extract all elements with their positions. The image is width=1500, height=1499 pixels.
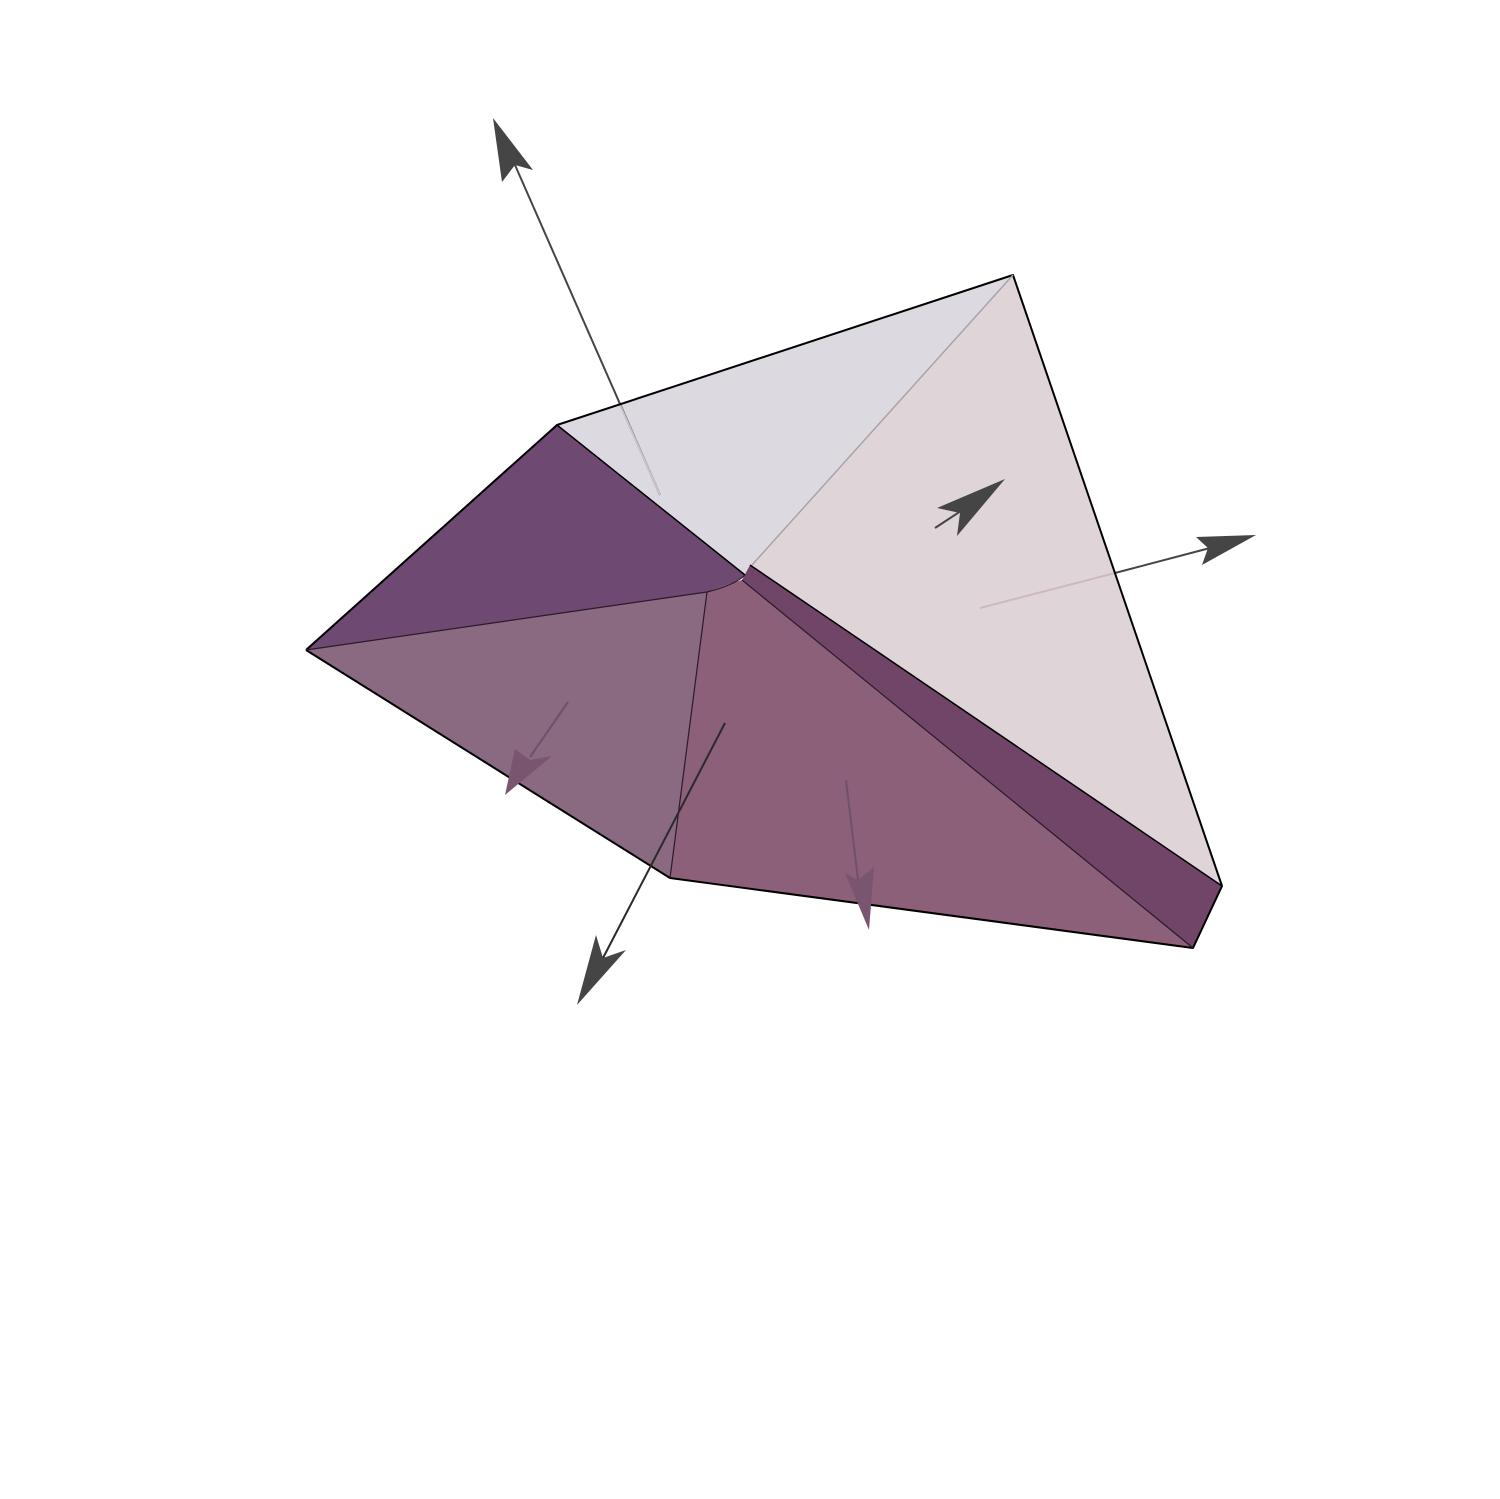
ridge-edge-lower bbox=[741, 579, 1194, 949]
top-face bbox=[557, 275, 1013, 575]
left-lower-face bbox=[306, 592, 707, 878]
right-normal-arrow bbox=[979, 535, 1256, 609]
down-normal-arrow bbox=[577, 722, 726, 1005]
left-fold-edge bbox=[669, 591, 708, 879]
up-left-normal-arrow bbox=[493, 118, 661, 496]
left-upper-face bbox=[306, 425, 745, 650]
right-face-small-normal-arrow bbox=[934, 479, 1005, 536]
front-face bbox=[670, 580, 1193, 948]
hidden-diagonal-edge bbox=[751, 274, 1014, 566]
ridge-edge bbox=[556, 424, 746, 576]
ridge-edge-upper bbox=[749, 564, 1223, 887]
right-face bbox=[750, 275, 1222, 886]
left-lower-face-normal-arrow bbox=[505, 701, 569, 795]
front-face-normal-arrow bbox=[845, 779, 874, 930]
rounded-corner-edge bbox=[305, 574, 746, 651]
front-edge-strip bbox=[742, 565, 1222, 948]
polyhedron-edges bbox=[305, 274, 1223, 949]
